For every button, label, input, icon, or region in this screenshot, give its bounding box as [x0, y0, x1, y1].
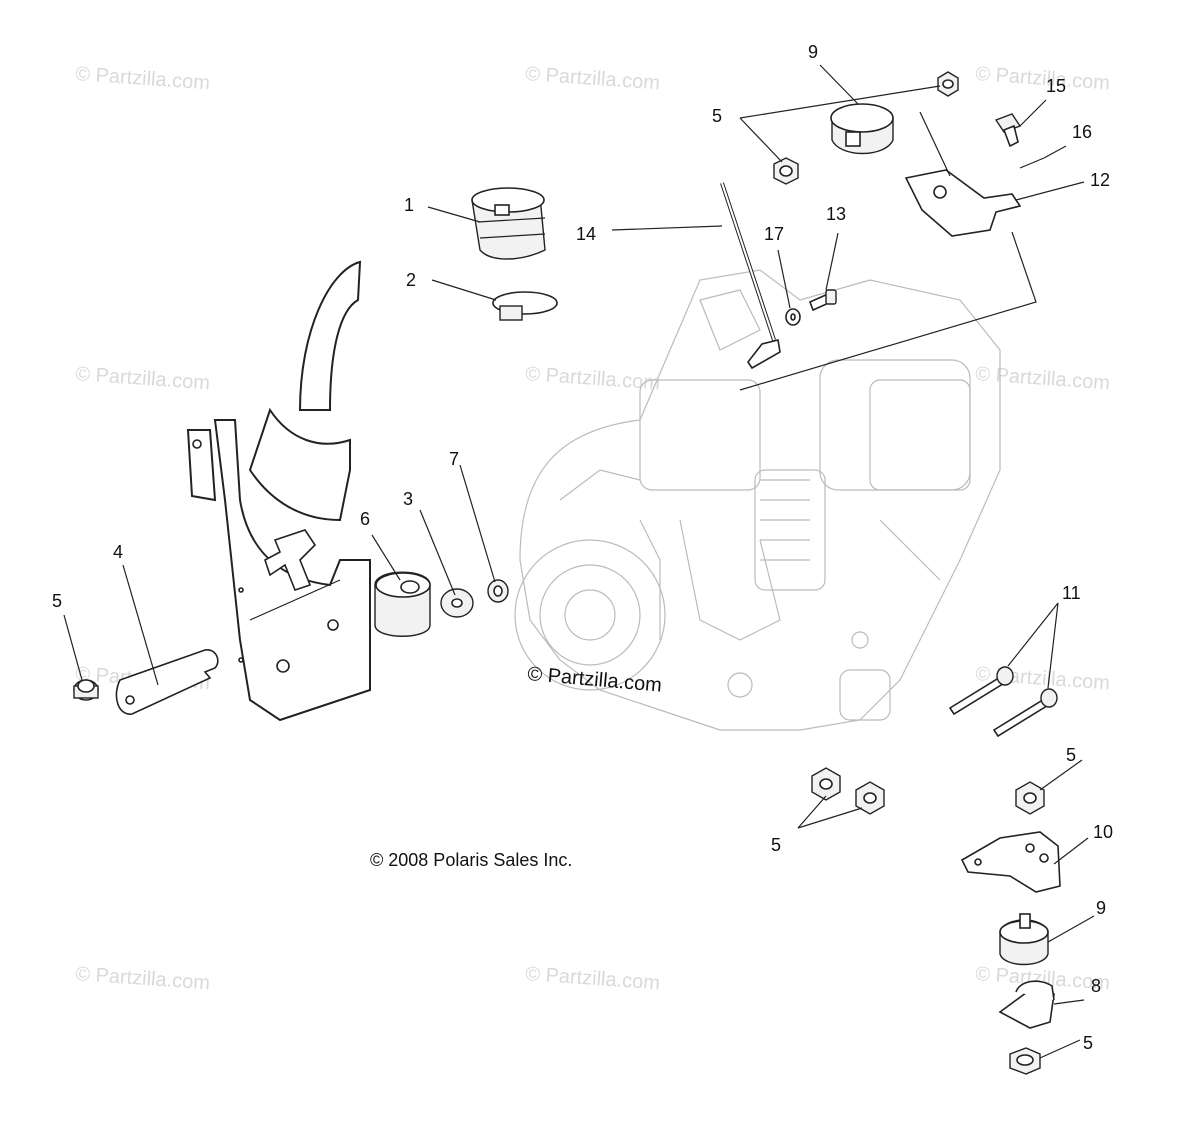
part-5-nut-left	[73, 679, 99, 701]
part-3-washer	[440, 588, 474, 618]
callout-label: 3	[403, 489, 413, 509]
part-17-washer	[785, 308, 801, 326]
watermark: © Partzilla.com	[975, 363, 1111, 394]
part-4-hole	[125, 695, 135, 705]
callout-label: 9	[1096, 898, 1106, 918]
copyright-notice: © 2008 Polaris Sales Inc.	[370, 850, 572, 870]
callout-label: 16	[1072, 122, 1092, 142]
engine-assembly	[514, 269, 1001, 731]
callout-label: 4	[113, 542, 123, 562]
part-11-bolts	[948, 666, 1058, 738]
part-10-bracket	[960, 831, 1061, 893]
callout-label: 2	[406, 270, 416, 290]
watermark: © Partzilla.com	[75, 63, 211, 94]
callout-label: 17	[764, 224, 784, 244]
part-7-washer	[487, 579, 509, 603]
part-5-nut-top-left	[773, 157, 799, 185]
part-12-bracket	[904, 169, 1022, 237]
part-5-nut-bottom-a	[811, 767, 841, 801]
callout-label: 5	[771, 835, 781, 855]
part-4-lever	[115, 649, 219, 715]
frame-bracket	[186, 260, 371, 722]
watermark: © Partzilla.com	[75, 963, 211, 994]
part-5-nut-top-right	[937, 71, 959, 97]
part-6-rubber-mount	[374, 571, 431, 637]
part-9-mount-top	[830, 103, 894, 155]
leader-lines	[63, 64, 1095, 1059]
callout-label: 7	[449, 449, 459, 469]
callout-label: 9	[808, 42, 818, 62]
part-5-nut-right	[1015, 781, 1045, 815]
watermark: © Partzilla.com	[75, 363, 211, 394]
watermark: © Partzilla.com	[525, 963, 661, 994]
part-8-plate	[998, 980, 1055, 1029]
part-5-nut-bottom-right	[1009, 1047, 1041, 1075]
callout-label: 5	[1083, 1033, 1093, 1053]
watermark: © Partzilla.com	[975, 663, 1111, 694]
part-2-clamp	[492, 291, 558, 321]
callout-label: 5	[1066, 745, 1076, 765]
watermark: © Partzilla.com	[525, 63, 661, 94]
callout-label: 11	[1062, 583, 1081, 603]
watermark: © Partzilla.com	[975, 63, 1111, 94]
part-15-bolt	[994, 113, 1022, 148]
callout-label: 15	[1046, 76, 1066, 96]
callout-label: 10	[1093, 822, 1113, 842]
part-1-intake-boot	[471, 187, 546, 260]
part-5-nut-bottom-b	[855, 781, 885, 815]
callout-label: 14	[576, 224, 596, 244]
callout-label: 5	[52, 591, 62, 611]
part-9-mount-bottom	[999, 913, 1049, 966]
callout-label: 6	[360, 509, 370, 529]
part-13-bolt	[808, 289, 837, 312]
callout-label: 5	[712, 106, 722, 126]
callout-label: 12	[1090, 170, 1110, 190]
part-14-rod	[720, 182, 781, 370]
callout-label: 8	[1091, 976, 1101, 996]
part-16-pin	[1019, 157, 1045, 169]
callout-labels: 1 2 3 4 5 5 5 5 5 6 7 8 9 9 10 11 12 13 …	[52, 42, 1113, 1053]
callout-label: 13	[826, 204, 846, 224]
callout-label: 1	[404, 195, 414, 215]
